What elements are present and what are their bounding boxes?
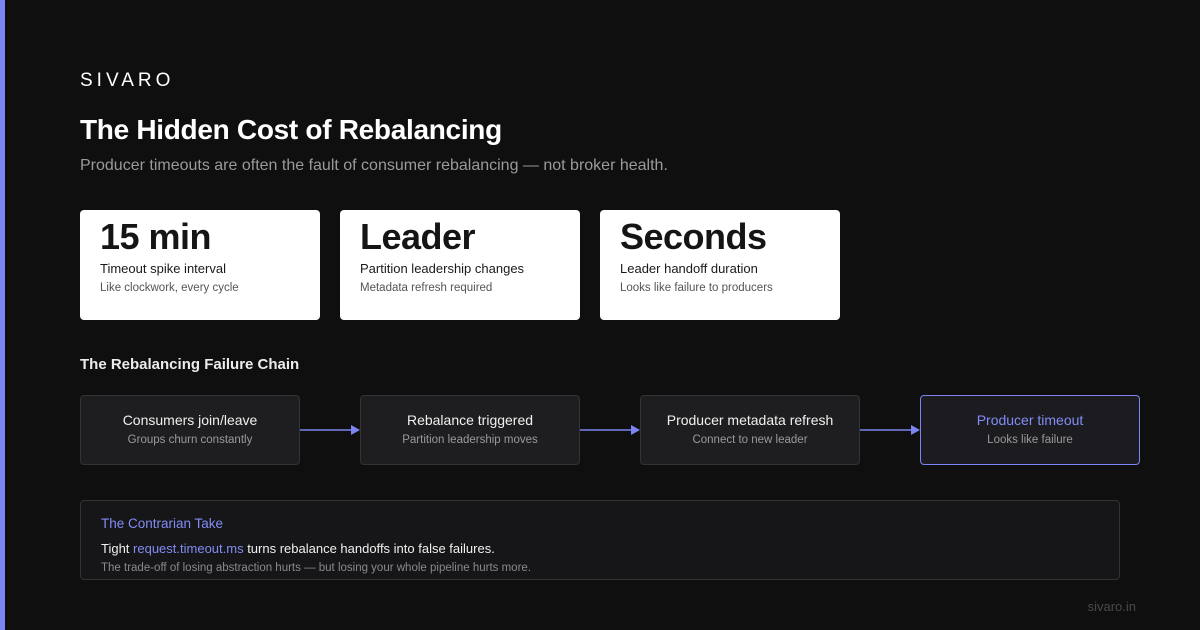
chain-heading: The Rebalancing Failure Chain bbox=[80, 356, 300, 373]
stat-label: Leader handoff duration bbox=[620, 261, 758, 276]
arrow-2 bbox=[580, 425, 640, 435]
chain-step-timeout: Producer timeout Looks like failure bbox=[920, 395, 1140, 465]
stat-note: Metadata refresh required bbox=[360, 282, 493, 294]
chain-step-consumers: Consumers join/leave Groups churn consta… bbox=[80, 395, 300, 465]
step-title: Rebalance triggered bbox=[406, 412, 534, 428]
stat-card-leader: Leader Partition leadership changes Meta… bbox=[340, 210, 580, 320]
stat-label: Timeout spike interval bbox=[100, 261, 226, 276]
stat-value: Seconds bbox=[620, 216, 767, 257]
step-subtitle: Partition leadership moves bbox=[402, 434, 538, 446]
stat-note: Like clockwork, every cycle bbox=[100, 282, 239, 294]
arrow-3 bbox=[860, 425, 920, 435]
step-subtitle: Groups churn constantly bbox=[127, 434, 253, 446]
step-title: Producer timeout bbox=[976, 412, 1084, 428]
take-note: The trade-off of losing abstraction hurt… bbox=[101, 562, 531, 574]
step-subtitle: Connect to new leader bbox=[692, 434, 808, 446]
stat-value: Leader bbox=[360, 216, 476, 257]
contrarian-take-panel: The Contrarian Take Tight request.timeou… bbox=[80, 500, 1120, 580]
take-body-prefix: Tight bbox=[101, 541, 134, 556]
accent-bar bbox=[0, 0, 5, 630]
take-heading: The Contrarian Take bbox=[101, 516, 224, 531]
chain-step-rebalance: Rebalance triggered Partition leadership… bbox=[360, 395, 580, 465]
step-title: Producer metadata refresh bbox=[666, 412, 834, 428]
take-body-suffix: turns rebalance handoffs into false fail… bbox=[243, 541, 495, 556]
arrow-1 bbox=[300, 425, 360, 435]
chain-step-metadata: Producer metadata refresh Connect to new… bbox=[640, 395, 860, 465]
stat-note: Looks like failure to producers bbox=[620, 282, 773, 294]
stat-card-handoff: Seconds Leader handoff duration Looks li… bbox=[600, 210, 840, 320]
take-body: Tight request.timeout.ms turns rebalance… bbox=[101, 541, 495, 556]
step-subtitle: Looks like failure bbox=[987, 434, 1073, 446]
stat-label: Partition leadership changes bbox=[360, 261, 525, 276]
step-title: Consumers join/leave bbox=[122, 412, 258, 428]
brand-logo: SIVARO bbox=[80, 70, 175, 91]
page-title: The Hidden Cost of Rebalancing bbox=[80, 114, 502, 145]
stat-card-interval: 15 min Timeout spike interval Like clock… bbox=[80, 210, 320, 320]
page-subtitle: Producer timeouts are often the fault of… bbox=[80, 157, 668, 174]
footer-url: sivaro.in bbox=[1087, 599, 1136, 614]
stat-value: 15 min bbox=[100, 216, 212, 257]
take-body-config-key: request.timeout.ms bbox=[133, 541, 244, 556]
